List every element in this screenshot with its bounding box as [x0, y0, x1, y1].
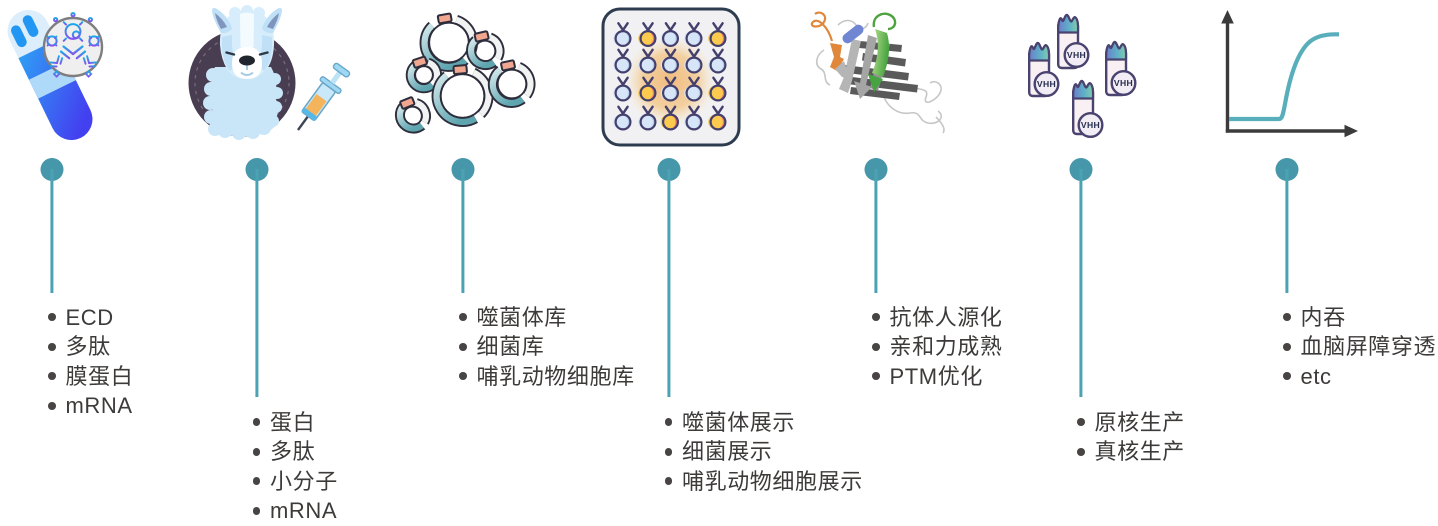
step-item-list: 内吞 血脑屏障穿透 etc — [1283, 303, 1436, 392]
list-item: mRNA — [48, 391, 133, 421]
list-item: 蛋白 — [252, 408, 338, 438]
step-item-list: 抗体人源化 亲和力成熟 PTM优化 — [872, 303, 1003, 392]
timeline-stem-line — [461, 169, 465, 293]
svg-text:VHH: VHH — [1114, 78, 1133, 88]
list-item: 噬菌体库 — [459, 303, 635, 333]
plasmid-library-icon — [394, 12, 536, 134]
list-item: 抗体人源化 — [872, 303, 1003, 333]
timeline-stem-line — [1079, 169, 1083, 397]
step-item-list: 噬菌体库 细菌库 哺乳动物细胞库 — [459, 303, 635, 392]
list-item: PTM优化 — [872, 362, 1003, 392]
timeline-stem-line — [1285, 169, 1289, 293]
svg-text:VHH: VHH — [1067, 50, 1086, 60]
protein-structure-icon — [810, 11, 945, 134]
list-item: 亲和力成熟 — [872, 332, 1003, 362]
list-item: ECD — [48, 303, 133, 333]
svg-text:VHH: VHH — [1081, 120, 1100, 130]
list-item: 细菌展示 — [664, 437, 863, 467]
alpaca-syringe-icon — [188, 5, 351, 140]
timeline-stem-line — [254, 169, 259, 397]
list-item: 噬菌体展示 — [664, 408, 863, 438]
timeline-stem-line — [50, 169, 54, 293]
list-item: 内吞 — [1283, 303, 1436, 333]
vhh-production-icon: VHH VHH VHH VHH — [1027, 13, 1137, 139]
list-item: 小分子 — [252, 467, 338, 497]
list-item: 多肽 — [48, 332, 133, 362]
list-item: etc — [1283, 362, 1436, 392]
screening-plate-icon — [601, 7, 741, 147]
step-item-list: 蛋白 多肽 小分子 mRNA — [252, 408, 338, 526]
list-item: 细菌库 — [459, 332, 635, 362]
step-item-list: ECD 多肽 膜蛋白 mRNA — [48, 303, 133, 421]
list-item: 哺乳动物细胞库 — [459, 362, 635, 392]
binding-curve-icon — [1221, 10, 1358, 138]
step-item-list: 原核生产 真核生产 — [1077, 408, 1185, 467]
list-item: 多肽 — [252, 437, 338, 467]
timeline-stem-line — [666, 169, 671, 397]
svg-text:VHH: VHH — [1037, 79, 1056, 89]
list-item: mRNA — [252, 496, 338, 526]
test-tube-antigen-icon — [7, 9, 104, 141]
list-item: 膜蛋白 — [48, 362, 133, 392]
list-item: 真核生产 — [1077, 437, 1185, 467]
list-item: 血脑屏障穿透 — [1283, 332, 1436, 362]
step-item-list: 噬菌体展示 细菌展示 哺乳动物细胞展示 — [664, 408, 863, 497]
timeline-stem-line — [874, 169, 878, 293]
list-item: 哺乳动物细胞展示 — [664, 467, 863, 497]
list-item: 原核生产 — [1077, 408, 1185, 438]
